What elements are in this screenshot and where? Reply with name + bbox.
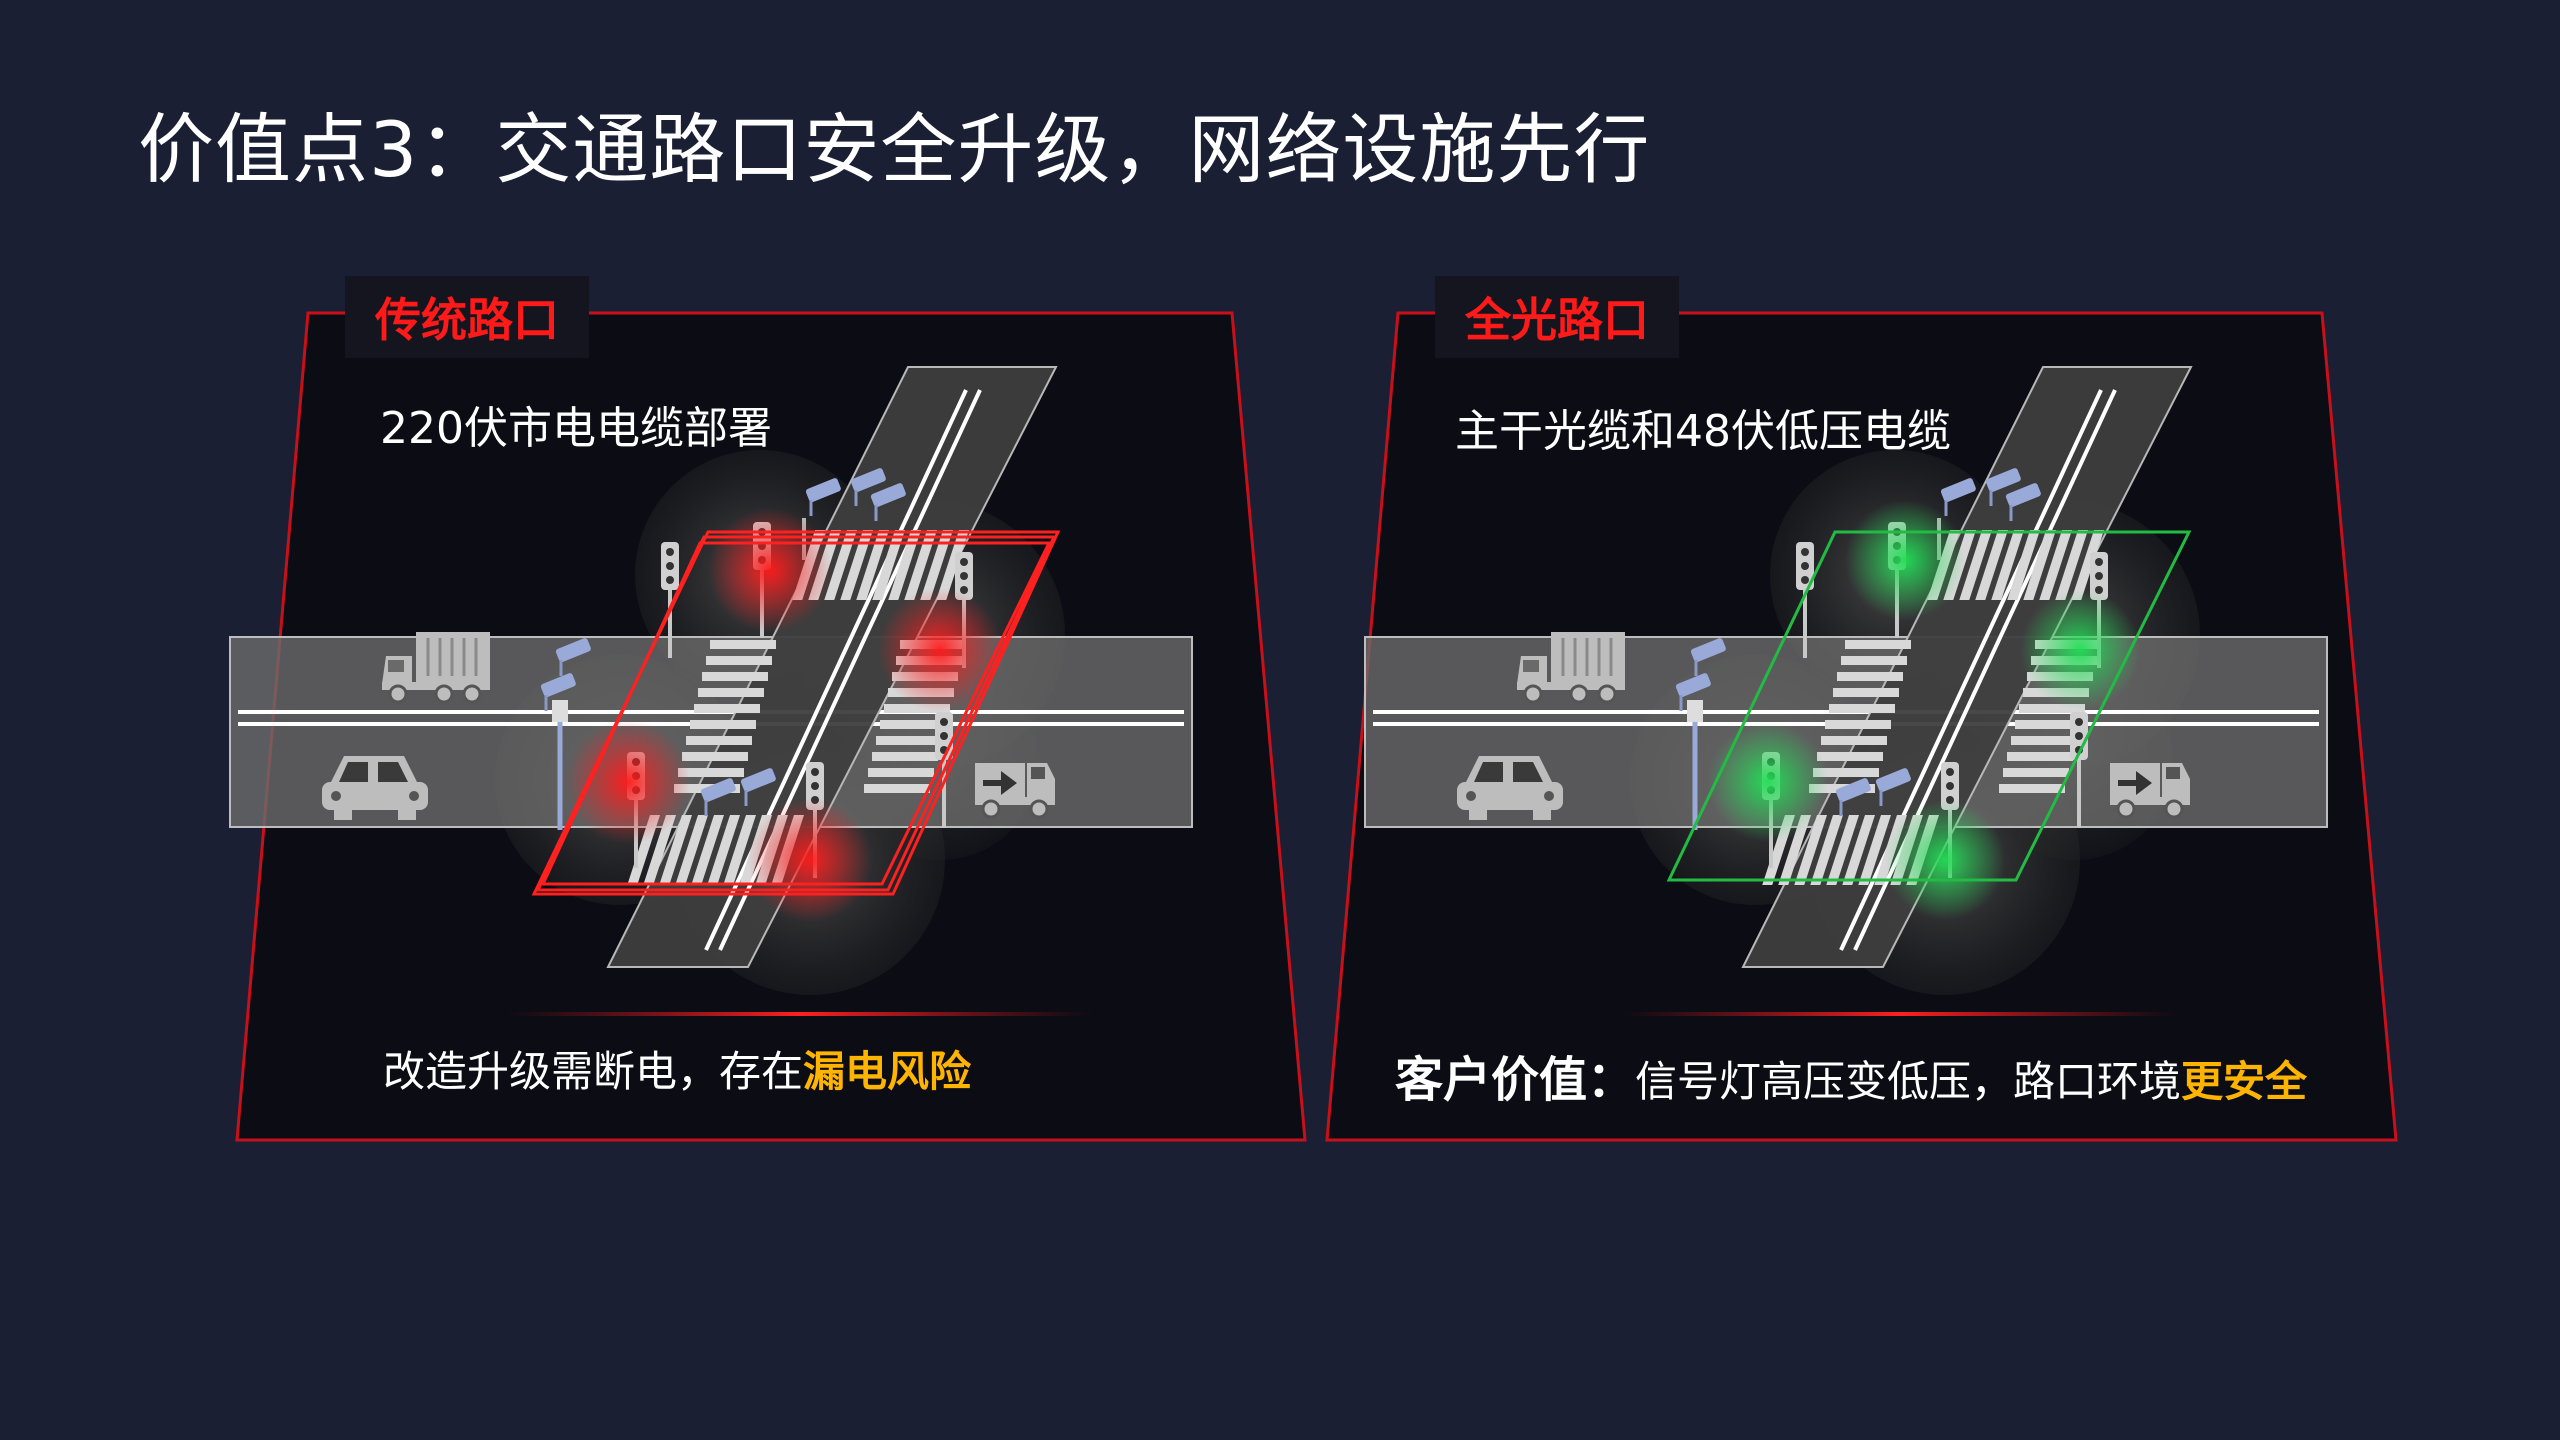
all-optical-caption: 客户价值：信号灯高压变低压，路口环境更安全 (1395, 1040, 2307, 1110)
leakage-risk-glow (531, 508, 1061, 922)
traditional-tag: 传统路口 (345, 276, 589, 358)
traditional-divider (505, 1012, 1095, 1016)
slide-title: 价值点3：交通路口安全升级，网络设施先行 (138, 105, 1651, 194)
traditional-caption-highlight: 漏电风险 (803, 1047, 972, 1096)
all-optical-divider (1620, 1012, 2180, 1016)
traditional-subtitle: 220伏市电电缆部署 (380, 403, 772, 454)
all-optical-intersection-illustration (1365, 367, 2327, 995)
all-optical-subtitle: 主干光缆和48伏低压电缆 (1455, 406, 1951, 457)
all-optical-caption-text: 信号灯高压变低压，路口环境 (1635, 1057, 2182, 1106)
safe-power-glow (1666, 500, 2192, 920)
traditional-intersection-illustration (230, 367, 1192, 995)
customer-value-label: 客户价值： (1395, 1052, 1636, 1108)
all-optical-caption-highlight: 更安全 (2181, 1057, 2308, 1106)
traditional-caption: 改造升级需断电，存在漏电风险 (383, 1038, 971, 1099)
all-optical-tag: 全光路口 (1435, 276, 1679, 358)
traditional-caption-text: 改造升级需断电，存在 (383, 1047, 804, 1096)
